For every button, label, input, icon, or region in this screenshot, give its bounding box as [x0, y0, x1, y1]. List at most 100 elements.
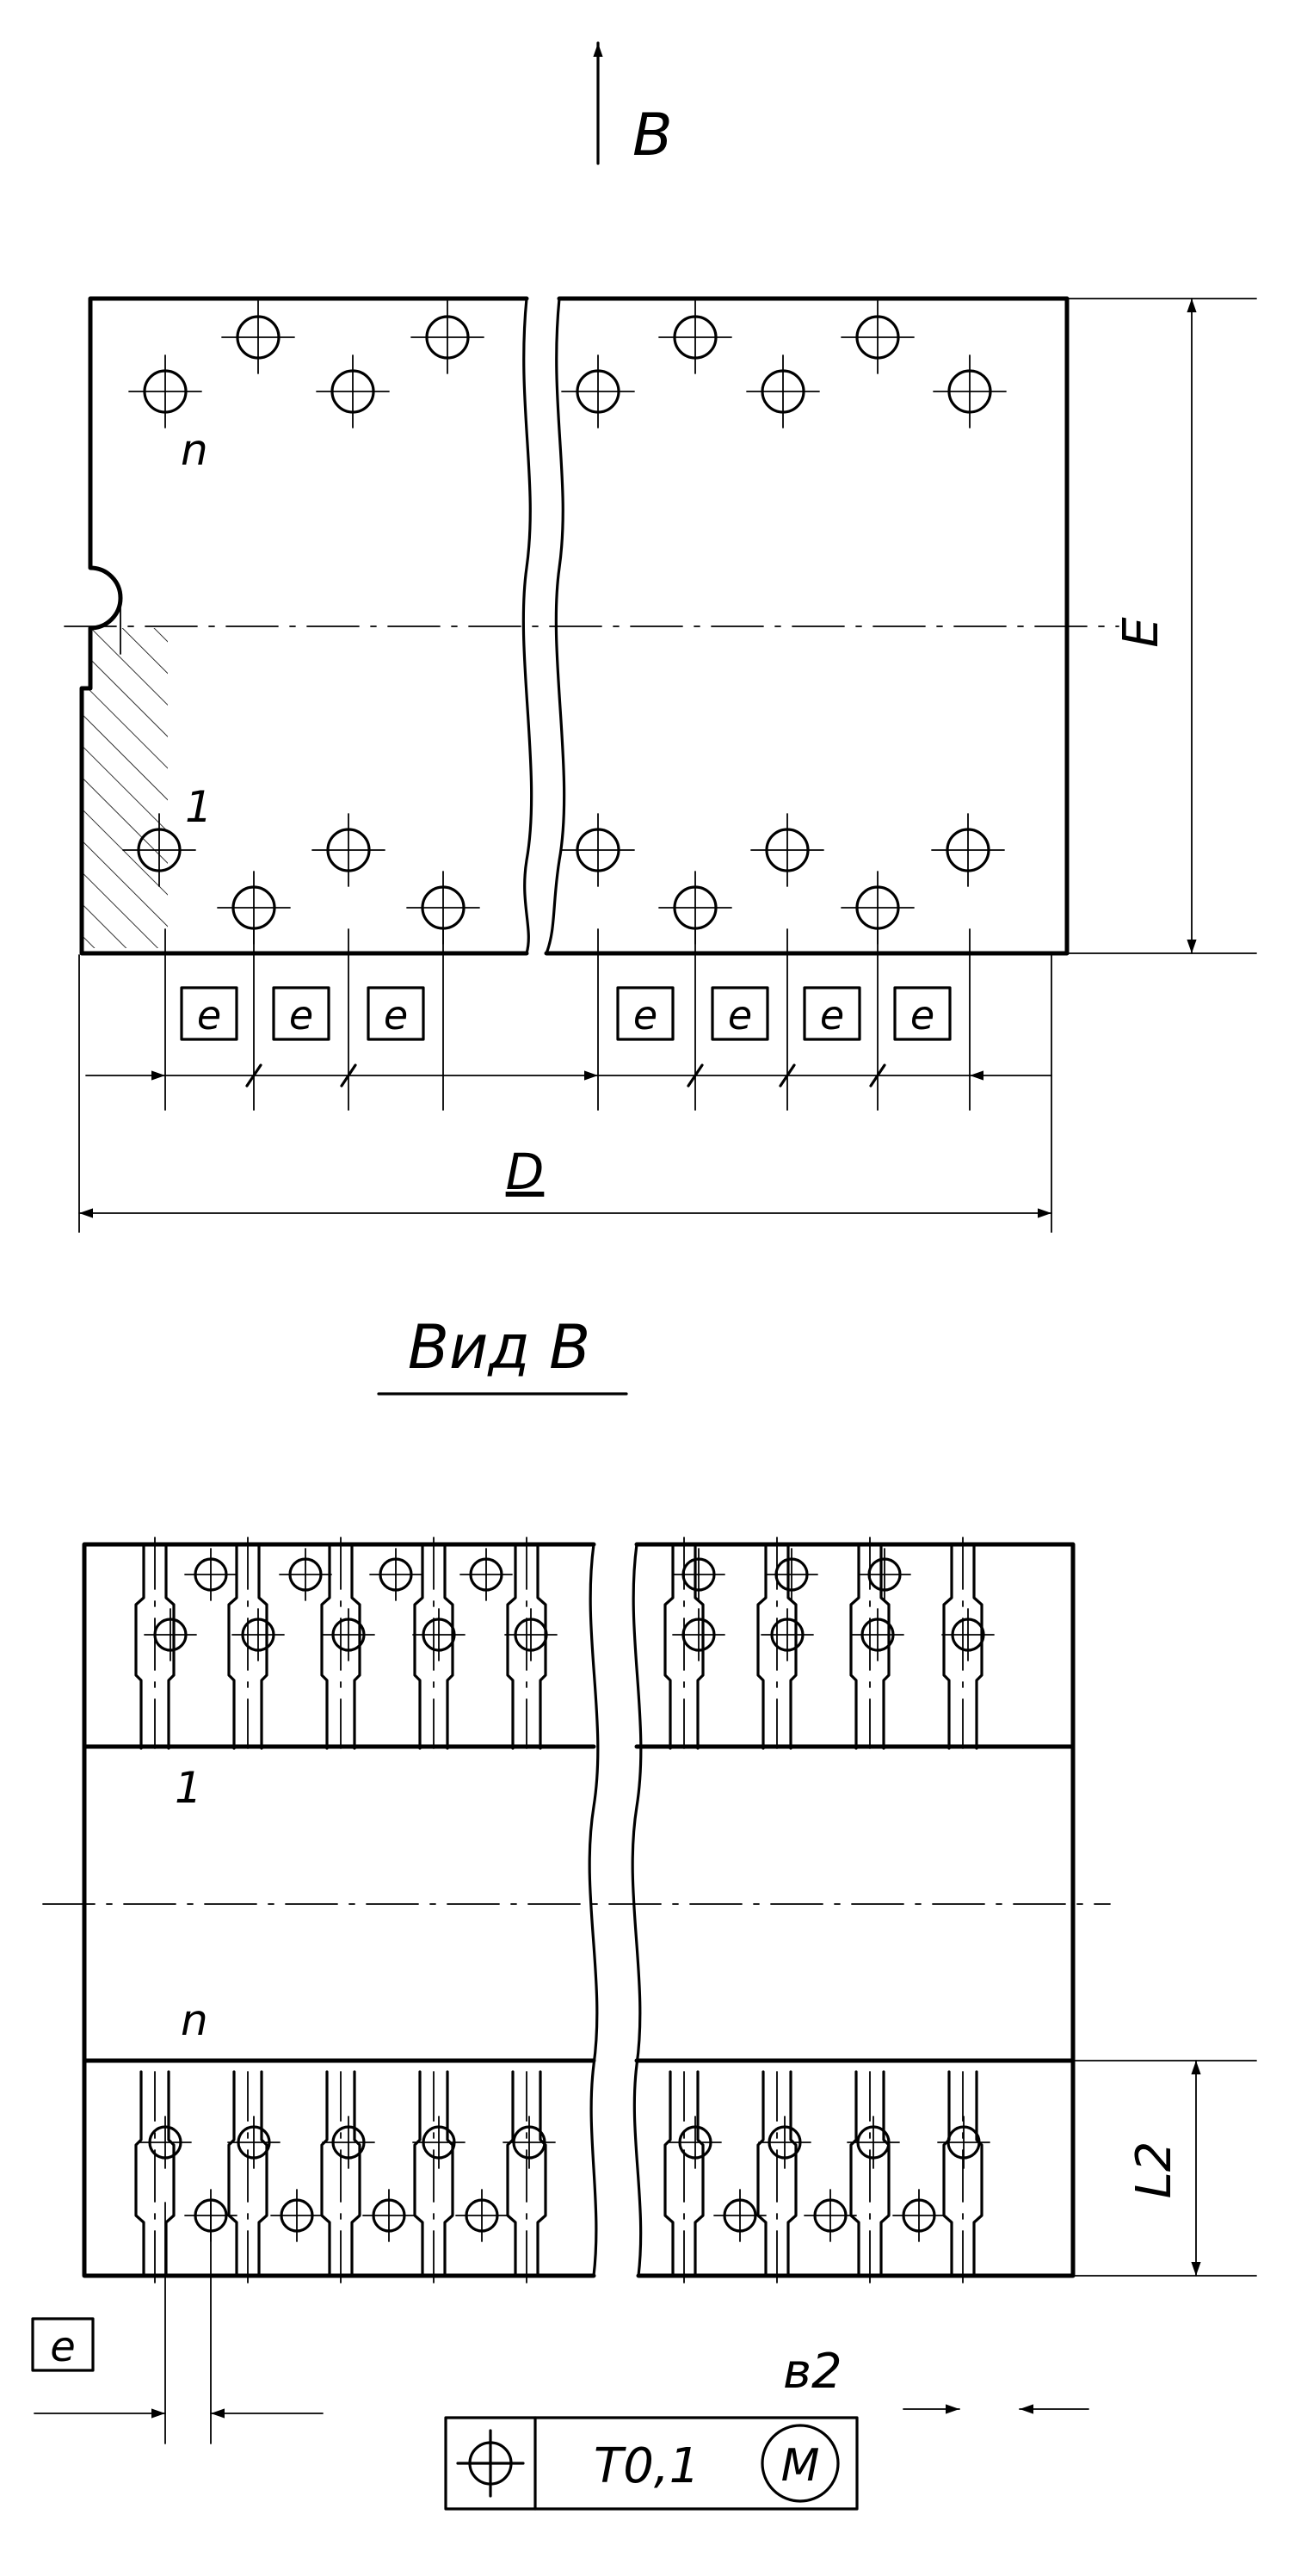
view-arrow: B: [593, 41, 673, 169]
pin-hole: [316, 354, 390, 428]
pin-hole: [931, 813, 1005, 887]
dim-d-label: D: [506, 1143, 545, 1201]
pin-hole: [746, 354, 820, 428]
lead-hole: [322, 2116, 375, 2169]
lead-frame: [134, 2070, 176, 2283]
bottom-left-body-outline: [82, 1542, 596, 2278]
lead-hole: [941, 1608, 995, 1661]
lead-hole: [270, 2189, 324, 2242]
view-arrow-label: B: [632, 102, 673, 169]
pitch-e-box: e: [803, 986, 861, 1041]
lead-frame: [320, 1537, 361, 1750]
bottom-view: 1 n: [42, 1537, 1111, 2283]
lead-frame: [942, 1537, 983, 1750]
lead-hole: [412, 1608, 466, 1661]
lead-hole: [851, 1608, 904, 1661]
dim-l2-label: L2: [1126, 2142, 1182, 2199]
pin-hole: [841, 300, 915, 374]
lead-hole: [227, 2116, 281, 2169]
tolerance-modifier: M: [781, 2440, 820, 2492]
lead-hole: [279, 1548, 332, 1601]
pin-hole: [128, 354, 202, 428]
lead-hole: [504, 1608, 558, 1661]
lead-hole: [761, 1608, 814, 1661]
lead-hole: [412, 2116, 466, 2169]
pitch-e-label: e: [197, 992, 221, 1038]
dimension-d: D: [78, 954, 1052, 1233]
lead-frame: [413, 2070, 454, 2283]
dimension-e: E: [1066, 298, 1257, 954]
lead-frames: [134, 1537, 995, 2283]
pitch-e-label: e: [289, 992, 313, 1038]
view-title-text: Вид В: [408, 1312, 590, 1383]
lead-hole: [713, 2189, 767, 2242]
pitch-e-box: e: [367, 986, 425, 1041]
lead-hole: [503, 2116, 556, 2169]
lead-hole: [369, 1548, 422, 1601]
pin-hole: [122, 813, 196, 887]
lead-frame: [849, 2070, 891, 2283]
pin-hole: [221, 300, 295, 374]
lead-hole: [669, 2116, 722, 2169]
lead-hole: [139, 2116, 192, 2169]
break-line-bottom-left: [588, 1543, 600, 2277]
pitch-e-box: e: [272, 986, 330, 1041]
dim-b2-label: в2: [783, 2344, 842, 2400]
dimension-l2: L2: [1072, 2060, 1257, 2277]
pin-hole: [933, 354, 1007, 428]
lead-hole: [892, 2189, 946, 2242]
lead-hole: [858, 1548, 911, 1601]
break-line-top-right: [545, 297, 566, 955]
pin-hole: [410, 300, 484, 374]
lead-frame: [506, 1537, 547, 1750]
pin-hole: [561, 813, 635, 887]
dim-e-label: E: [1113, 617, 1169, 648]
lead-frame: [942, 2070, 983, 2283]
lead-hole: [804, 2189, 857, 2242]
lead-frame: [320, 2070, 361, 2283]
pitch-e-label: e: [728, 992, 752, 1038]
lead-frame: [756, 2070, 798, 2283]
bottom-right-body-outline: [634, 1542, 1076, 2278]
pin-label-n-view-b: n: [181, 1995, 208, 2045]
position-icon: [456, 2429, 525, 2498]
lead-hole: [184, 1548, 237, 1601]
pin-hole: [750, 813, 824, 887]
lead-hole: [231, 1608, 285, 1661]
pitch-e-box: e: [711, 986, 769, 1041]
pitch-e-box: e: [616, 986, 675, 1041]
lead-frame: [227, 1537, 268, 1750]
hatched-key-region: [82, 628, 168, 948]
pin-label-n: n: [181, 425, 208, 475]
view-title: Вид В: [377, 1312, 628, 1396]
lead-hole: [765, 1548, 818, 1601]
lead-frame: [134, 1537, 176, 1750]
pin-hole: [561, 354, 635, 428]
lead-frame: [227, 2070, 268, 2283]
lead-hole: [362, 2189, 416, 2242]
tolerance-value: T0,1: [594, 2438, 700, 2494]
lead-hole: [672, 1548, 725, 1601]
pitch-e-view-b-label: e: [50, 2323, 76, 2371]
lead-hole: [672, 1608, 725, 1661]
tolerance-frame: T0,1 M: [444, 2416, 859, 2511]
break-line-bottom-right: [631, 1543, 643, 2277]
pitch-e-box: e: [180, 986, 238, 1041]
lead-hole: [455, 2189, 509, 2242]
pin-label-1-view-b: 1: [175, 1763, 202, 1813]
lead-hole: [459, 1548, 513, 1601]
pitch-dimension-view-b: e: [31, 2202, 324, 2444]
pin-label-1: 1: [185, 782, 213, 832]
lead-frame: [413, 1537, 454, 1750]
pitch-e-label: e: [633, 992, 657, 1038]
pitch-e-label: e: [384, 992, 408, 1038]
dimension-b2: в2: [783, 2344, 1089, 2414]
lead-hole: [322, 1608, 375, 1661]
lead-hole: [847, 2116, 900, 2169]
lead-hole: [937, 2116, 990, 2169]
pitch-e-label: e: [910, 992, 934, 1038]
lead-hole: [144, 1608, 197, 1661]
lead-hole: [758, 2116, 811, 2169]
